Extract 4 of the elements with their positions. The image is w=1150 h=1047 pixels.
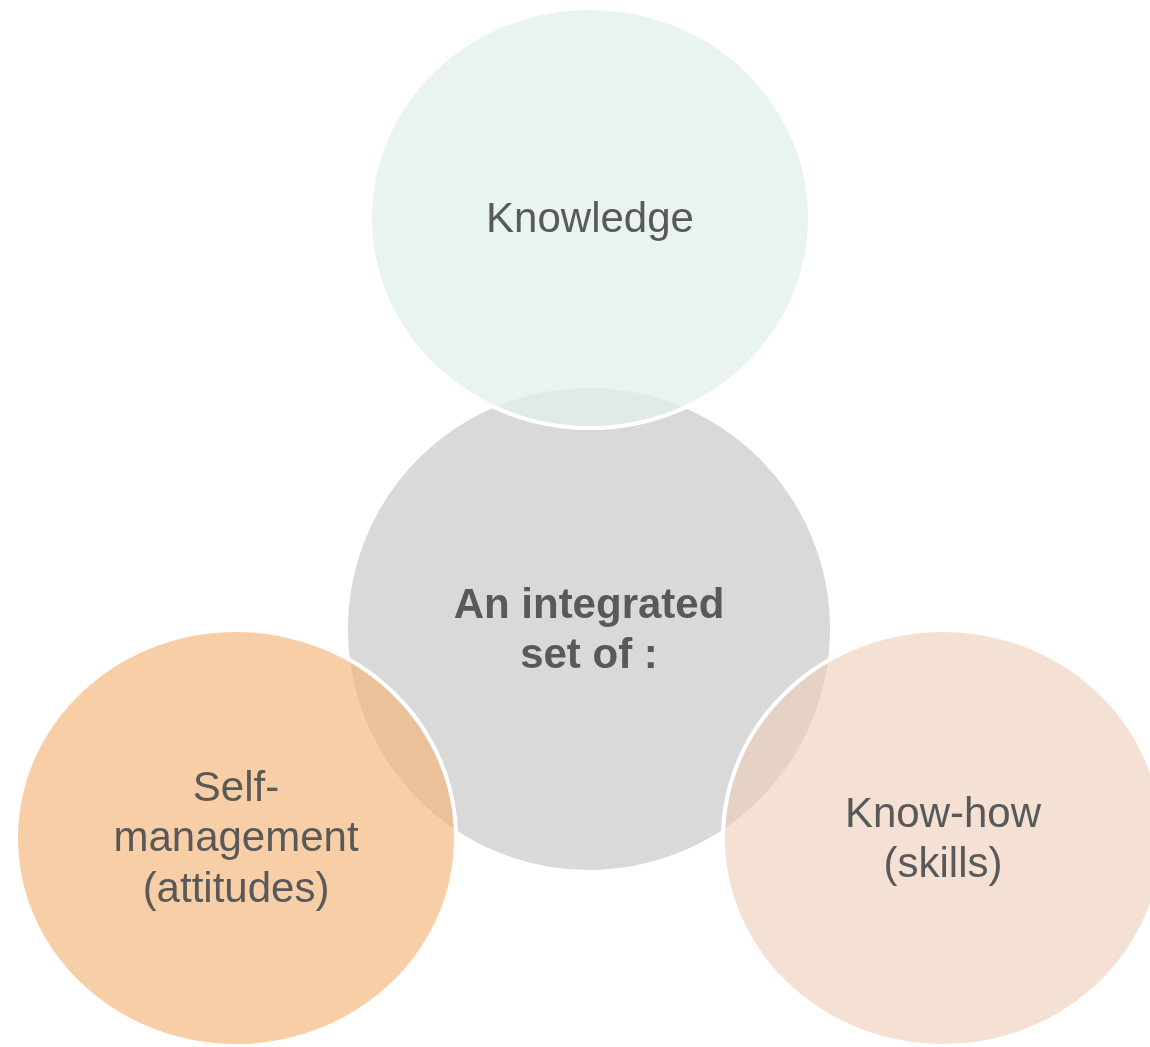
- node-label: Know-how (skills): [843, 787, 1043, 888]
- node-label: Self-management (attitudes): [112, 762, 360, 914]
- node-label: An integrated set of :: [452, 578, 726, 679]
- node-label: Knowledge: [485, 192, 695, 243]
